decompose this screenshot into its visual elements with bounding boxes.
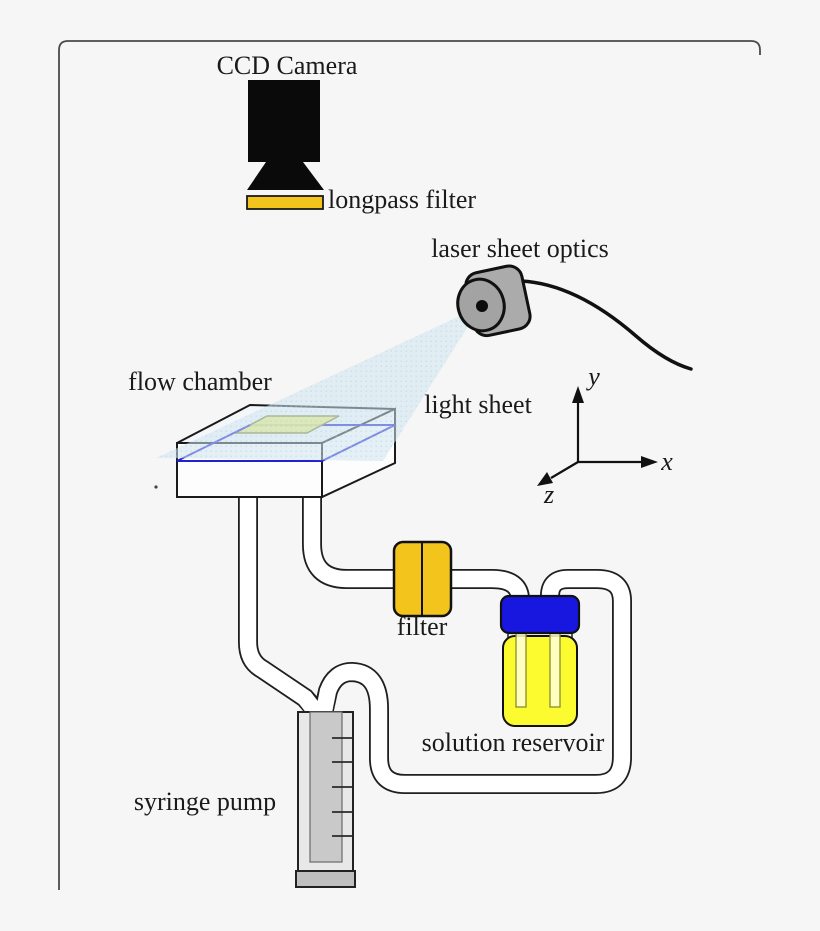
longpass-filter-bar — [246, 195, 324, 210]
solution-reservoir — [499, 594, 581, 727]
solution-reservoir-label: solution reservoir — [422, 728, 605, 757]
laser-sheet-optics — [456, 264, 693, 371]
coordinate-axes — [537, 386, 658, 486]
ccd-camera-label: CCD Camera — [217, 51, 358, 80]
camera-body — [248, 80, 320, 162]
flow-chamber-label: flow chamber — [128, 367, 272, 396]
light-sheet-label: light sheet — [424, 390, 532, 419]
x-axis-arrowhead — [641, 456, 658, 468]
light-sheet — [156, 306, 481, 461]
z-axis — [550, 461, 579, 479]
figure-frame — [58, 40, 761, 890]
camera-lens-cone — [247, 162, 324, 190]
laser-aperture-dot — [476, 300, 488, 312]
longpass-filter-label: longpass filter — [328, 185, 476, 214]
y-axis-label: y — [585, 362, 600, 391]
syringe-pump-label: syringe pump — [134, 787, 276, 816]
syringe-base — [295, 870, 356, 888]
x-axis-label: x — [660, 447, 673, 476]
reservoir-inner-tube-left — [515, 629, 527, 708]
y-axis-arrowhead — [572, 386, 584, 403]
reservoir-jar — [502, 635, 578, 727]
syringe-graduations — [332, 737, 353, 837]
syringe-pump — [295, 711, 356, 888]
laser-fiber-cable — [519, 279, 693, 371]
ccd-camera — [247, 80, 324, 190]
z-axis-arrowhead — [537, 472, 553, 486]
z-axis-label: z — [543, 480, 554, 509]
reservoir-cap — [499, 594, 581, 635]
inline-filter — [392, 540, 453, 618]
laser-sheet-optics-label: laser sheet optics — [431, 234, 609, 263]
filter-label: filter — [397, 612, 448, 641]
speck — [154, 485, 158, 489]
reservoir-inner-tube-right — [549, 629, 561, 708]
